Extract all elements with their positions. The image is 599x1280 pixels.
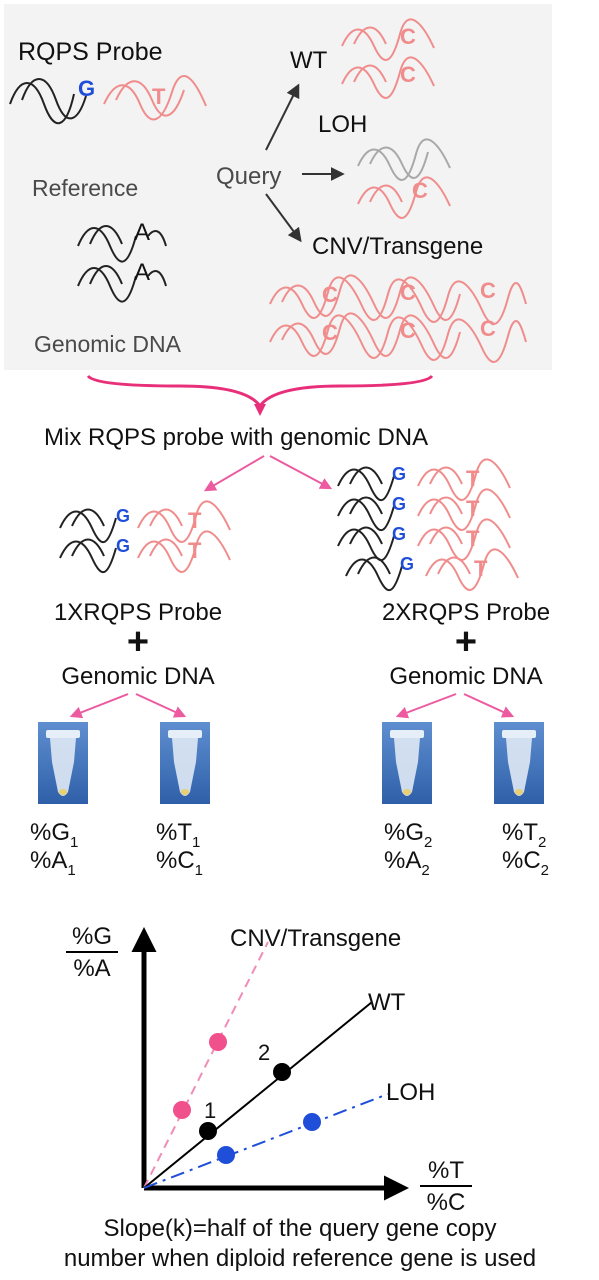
probe-1x-t-1: T xyxy=(188,508,202,533)
wt-base-c-1: C xyxy=(400,24,416,49)
probe-2x-t-3: T xyxy=(466,526,480,551)
mix-label: Mix RQPS probe with genomic DNA xyxy=(44,424,428,451)
probe-2x-g-3: G xyxy=(392,524,406,544)
cnv-base-c-4: C xyxy=(322,320,338,345)
reference-strands xyxy=(77,225,167,303)
branch-1-genomic-label: Genomic DNA xyxy=(61,663,214,690)
cnv-base-c-5: C xyxy=(400,318,416,343)
branch-1-probe-label: 1XRQPS Probe xyxy=(54,599,222,626)
caption-line-2: number when diploid reference gene is us… xyxy=(64,1245,536,1272)
tube-1b xyxy=(160,722,210,804)
readout-2b-line2: %C2 xyxy=(502,847,549,879)
caption-line-1: Slope(k)=half of the query gene copy xyxy=(104,1215,497,1242)
cnv-base-c-3: C xyxy=(480,278,496,303)
readout-1b-line1: %T1 xyxy=(156,819,200,851)
split-arrow-right xyxy=(269,455,333,490)
arrow-to-wt xyxy=(265,83,300,151)
wt-label: WT xyxy=(290,47,328,74)
readout-1a-line2: %A1 xyxy=(30,847,76,879)
x-label-numerator: %T xyxy=(428,1157,464,1184)
wt-point-1 xyxy=(199,1122,217,1140)
wt-point-2 xyxy=(273,1063,291,1081)
merge-brace xyxy=(86,374,434,409)
cnv-line-label: CNV/Transgene xyxy=(230,925,401,952)
cnv-point-2 xyxy=(209,1033,227,1051)
top-panel-background xyxy=(4,4,552,370)
wt-strands xyxy=(341,18,435,99)
branch-2-plus: + xyxy=(455,621,477,663)
probe-2x-g-4: G xyxy=(400,554,414,574)
point-label-2: 2 xyxy=(258,1040,270,1065)
wt-base-c-2: C xyxy=(400,62,416,87)
reference-label: Reference xyxy=(32,175,138,201)
reference-base-a-2: A xyxy=(134,259,150,286)
cnv-base-c-2: C xyxy=(400,280,416,305)
wt-line xyxy=(143,1001,373,1189)
loh-label: LOH xyxy=(318,111,367,138)
tube-arrow-2-left xyxy=(395,693,457,719)
y-label-denominator: %A xyxy=(73,955,110,982)
probe-strand xyxy=(9,75,207,125)
cnv-line xyxy=(143,941,269,1189)
tube-2b xyxy=(494,722,544,804)
arrow-to-cnv xyxy=(265,193,302,243)
tube-arrow-2-right xyxy=(463,693,515,718)
loh-base-c: C xyxy=(412,178,428,203)
probe-1x-g-1: G xyxy=(116,506,130,526)
split-arrow-left xyxy=(203,455,265,492)
readout-1b-line2: %C1 xyxy=(156,847,203,879)
loh-strands xyxy=(357,138,451,219)
cnv-point-1 xyxy=(173,1101,191,1119)
merge-brace-arrowhead xyxy=(254,404,266,416)
cnv-base-c-1: C xyxy=(322,282,338,307)
tube-arrow-1-right xyxy=(135,693,187,718)
reference-base-a-1: A xyxy=(134,219,150,246)
wt-line-label: WT xyxy=(368,989,406,1016)
query-label: Query xyxy=(216,163,281,190)
readout-1a-line1: %G1 xyxy=(30,819,78,851)
branch-2-genomic-label: Genomic DNA xyxy=(389,663,542,690)
probe-base-t: T xyxy=(152,84,166,109)
cnv-label: CNV/Transgene xyxy=(312,233,483,260)
probe-1x-g-2: G xyxy=(116,536,130,556)
probe-1x-t-2: T xyxy=(188,538,202,563)
y-label-numerator: %G xyxy=(72,923,112,950)
loh-line-label: LOH xyxy=(386,1079,435,1106)
readout-2b-line1: %T2 xyxy=(502,819,546,851)
genomic-dna-label: Genomic DNA xyxy=(34,331,182,357)
x-label-denominator: %C xyxy=(427,1189,466,1216)
cnv-base-c-6: C xyxy=(480,316,496,341)
branch-1-plus: + xyxy=(127,621,149,663)
loh-point-2 xyxy=(303,1113,321,1131)
loh-point-1 xyxy=(217,1146,235,1164)
probe-2x-strands xyxy=(337,458,519,591)
point-label-1: 1 xyxy=(204,1098,216,1123)
cnv-strands xyxy=(269,274,527,363)
probe-base-g: G xyxy=(78,76,95,101)
branch-2-probe-label: 2XRQPS Probe xyxy=(382,599,550,626)
tube-arrow-1-left xyxy=(69,693,129,719)
probe-2x-t-2: T xyxy=(466,496,480,521)
probe-2x-t-1: T xyxy=(466,466,480,491)
probe-2x-g-2: G xyxy=(392,494,406,514)
probe-2x-g-1: G xyxy=(392,464,406,484)
probe-1x-strands xyxy=(59,500,231,573)
probe-title: RQPS Probe xyxy=(18,38,163,66)
tube-1a xyxy=(38,722,88,804)
probe-2x-t-4: T xyxy=(474,556,488,581)
readout-2a-line1: %G2 xyxy=(384,819,432,851)
readout-2a-line2: %A2 xyxy=(384,847,430,879)
tube-2a xyxy=(382,722,432,804)
